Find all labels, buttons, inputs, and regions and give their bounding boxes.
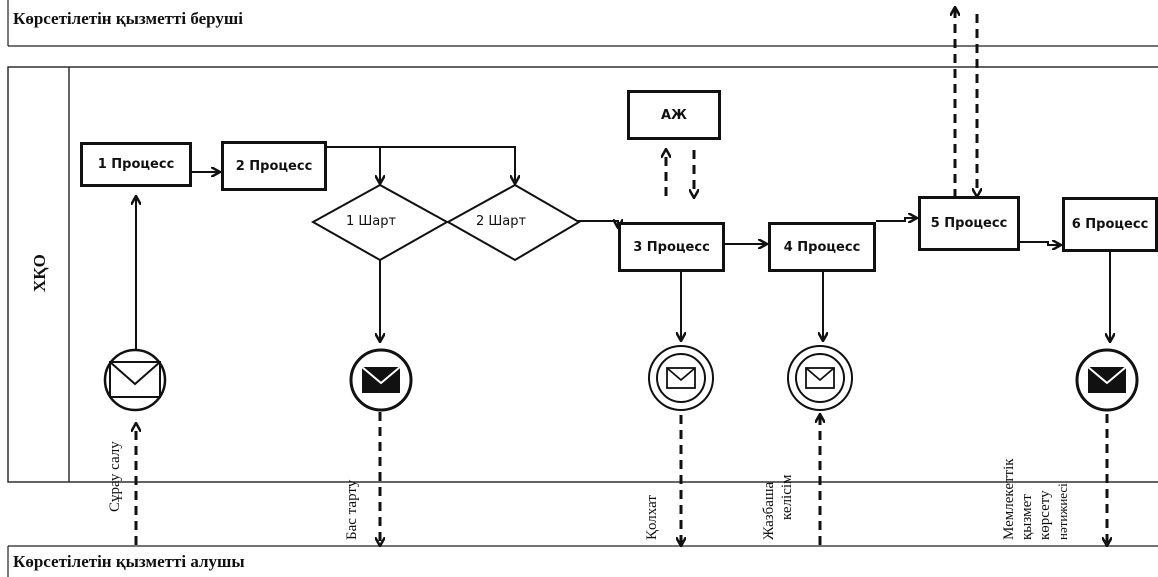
lane-borders — [7, 0, 1158, 577]
process-2-box: 2 Процесс — [221, 141, 327, 191]
process-3-box: 3 Процесс — [618, 222, 725, 272]
process-1-box: 1 Процесс — [80, 142, 192, 187]
condition-2-diamond — [445, 183, 581, 262]
condition-1-diamond — [310, 183, 450, 262]
request-message-event — [103, 348, 167, 412]
result-label-line1: Мемлекеттік — [1001, 458, 1017, 540]
solid-connectors — [136, 146, 1110, 352]
process-4-box: 4 Процесс — [768, 222, 876, 272]
recipient-lane-label: Көрсетілетін қызметті алушы — [13, 552, 245, 571]
aj-system-box: АЖ — [627, 90, 721, 140]
provider-lane-label: Көрсетілетін қызметті беруші — [13, 9, 243, 28]
result-message-event — [1075, 348, 1139, 412]
receipt-message-event — [648, 345, 714, 411]
receipt-label: Қолхат — [644, 495, 660, 540]
center-lane-label: ХҚО — [30, 254, 49, 292]
process-5-box: 5 Процесс — [918, 196, 1020, 251]
refusal-message-event — [349, 348, 413, 412]
process-6-box: 6 Процесс — [1062, 197, 1158, 252]
result-label-line3: көрсету — [1037, 490, 1053, 540]
result-label-line4: нәтижиесі — [1055, 483, 1070, 540]
written-consent-label-line1: Жазбаша — [761, 481, 777, 540]
written-consent-label-line2: келісім — [779, 474, 795, 520]
dashed-connectors — [136, 8, 1107, 545]
written-consent-message-event — [787, 345, 853, 411]
refusal-label: Бас тарту — [344, 479, 360, 540]
condition-2-label: 2 Шарт — [476, 214, 527, 229]
result-label-line2: қызмет — [1019, 494, 1035, 540]
request-label: Сұрау салу — [107, 441, 123, 512]
condition-1-label: 1 Шарт — [346, 214, 397, 229]
